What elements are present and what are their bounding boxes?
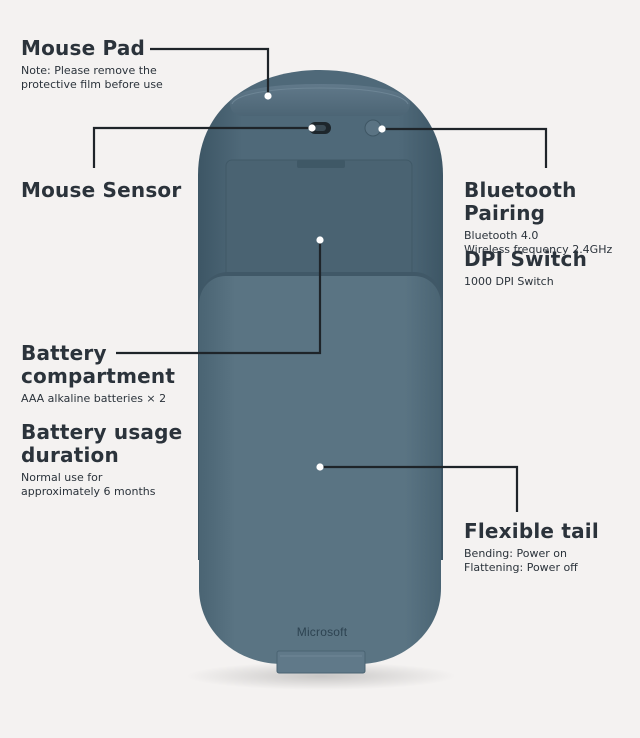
bluetooth-marker [378, 125, 386, 133]
brand-logo: Microsoft [296, 625, 348, 639]
flexible-tail-desc: Bending: Power on Flattening: Power off [464, 547, 578, 574]
mouse-pad-title: Mouse Pad [21, 36, 146, 60]
battery-compartment-marker [316, 236, 324, 244]
callout-dpi-switch: DPI Switch 1000 DPI Switch [464, 248, 587, 289]
bluetooth-pairing-title: Bluetooth Pairing [464, 178, 577, 225]
mouse-pad-desc: Note: Please remove the protective film … [21, 64, 163, 91]
floor-shadow [186, 662, 456, 690]
mouse-sensor-line [92, 126, 312, 168]
mouse-pad-marker [264, 92, 272, 100]
bluetooth-line [382, 127, 548, 168]
mouse-sensor-title: Mouse Sensor [21, 178, 182, 202]
callout-battery-usage: Battery usage duration Normal use for ap… [21, 421, 182, 499]
battery-usage-desc: Normal use for approximately 6 months [21, 471, 156, 498]
flexible-tail-title: Flexible tail [464, 519, 599, 543]
battery-compartment-desc: AAA alkaline batteries × 2 [21, 392, 167, 405]
battery-compartment-line [116, 240, 322, 355]
callout-bluetooth-pairing: Bluetooth Pairing Bluetooth 4.0 Wireless… [464, 179, 640, 257]
callout-battery-compartment: Battery compartment AAA alkaline batteri… [21, 342, 175, 406]
battery-compartment-title: Battery compartment [21, 341, 176, 388]
battery-usage-title: Battery usage duration [21, 420, 183, 467]
callout-flexible-tail: Flexible tail Bending: Power on Flatteni… [464, 520, 599, 575]
callout-mouse-sensor: Mouse Sensor [21, 179, 181, 202]
dpi-switch-title: DPI Switch [464, 247, 588, 271]
bluetooth-pairing-desc: Bluetooth 4.0 Wireless frequency 2.4GHz [464, 229, 613, 256]
mouse-pad-line [150, 47, 270, 95]
dpi-switch-desc: 1000 DPI Switch [464, 275, 554, 288]
mouse-sensor-marker [308, 124, 316, 132]
mouse-pad [230, 84, 410, 116]
flexible-tail-line [320, 465, 519, 512]
callout-mouse-pad: Mouse Pad Note: Please remove the protec… [21, 37, 163, 92]
flexible-tail-marker [316, 463, 324, 471]
